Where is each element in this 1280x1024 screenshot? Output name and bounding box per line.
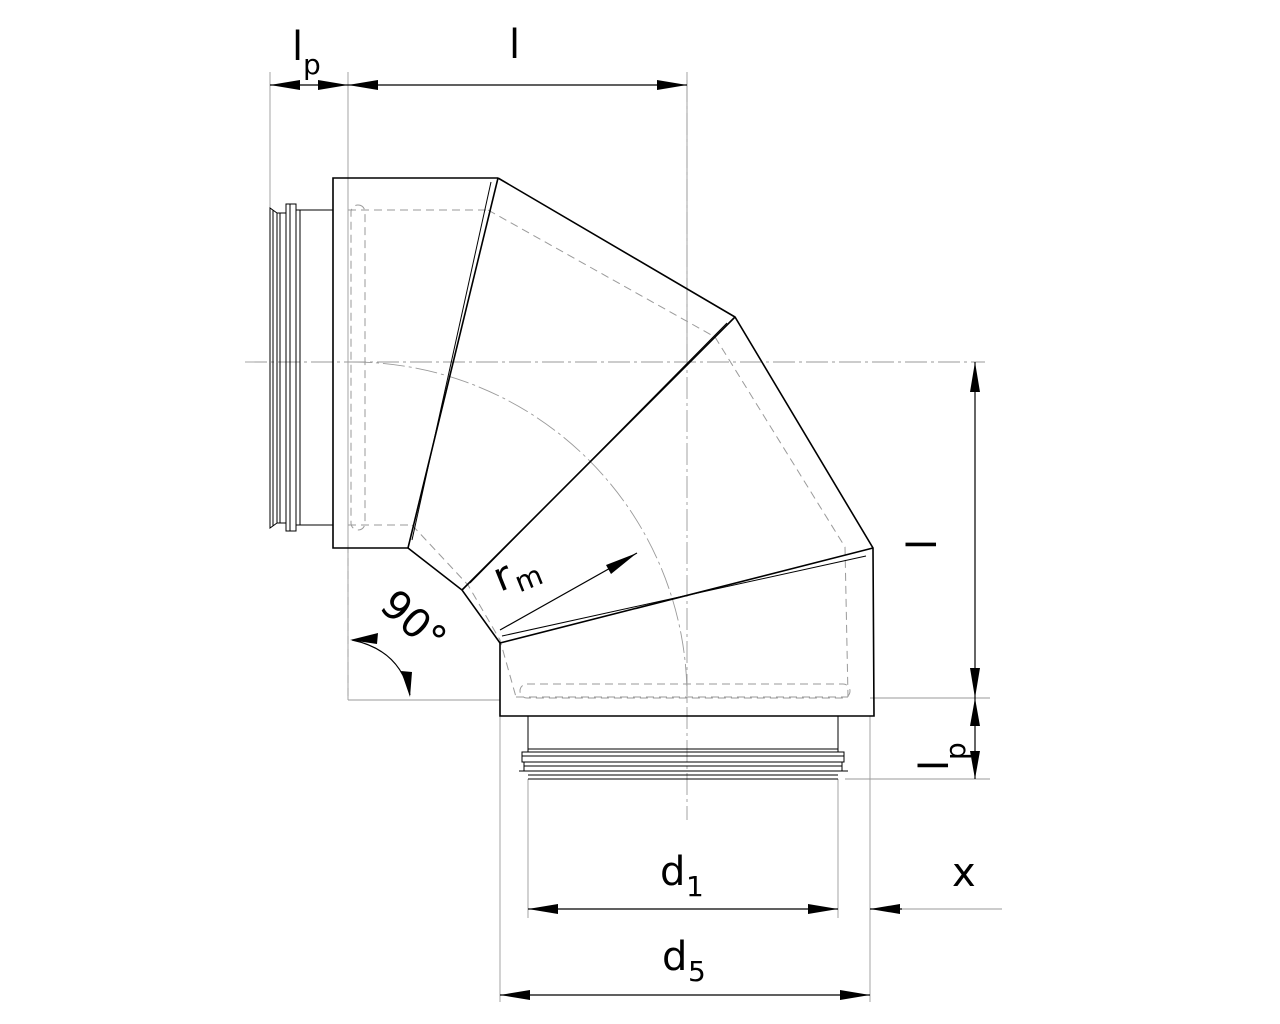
dimension-l-right (970, 362, 980, 698)
label-lp-right-sub: p (939, 742, 972, 760)
label-l-right: l (900, 539, 946, 550)
label-lp-right: l p (912, 742, 972, 771)
dimension-x (870, 904, 902, 914)
dimension-lp-right (970, 698, 980, 779)
label-d5-main: d (662, 934, 687, 980)
label-d1-main: d (660, 849, 685, 895)
label-lp-right-main: l (912, 760, 958, 771)
label-l-top: l (509, 22, 520, 68)
label-lp-top-sub: p (303, 48, 321, 81)
hidden-contours (347, 204, 851, 701)
label-angle: 90° (371, 581, 454, 663)
label-lp-top-main: l (292, 24, 303, 70)
labels: l p l l l p r m 90° d 1 d 5 x (292, 22, 976, 988)
extension-lines (269, 72, 1002, 1002)
dimension-l-top (348, 80, 687, 90)
dimension-d1 (528, 904, 838, 914)
label-d1-sub: 1 (686, 870, 704, 903)
bottom-spigot (519, 715, 848, 780)
dimension-d5 (500, 990, 870, 1000)
dimension-rm (499, 552, 638, 631)
center-lines (245, 80, 985, 820)
dimension-lp-top (270, 80, 348, 90)
label-d5-sub: 5 (688, 955, 706, 988)
label-x: x (952, 850, 976, 896)
dimension-angle-90 (350, 633, 412, 697)
label-rm: r m (487, 552, 548, 601)
left-spigot (269, 203, 334, 532)
